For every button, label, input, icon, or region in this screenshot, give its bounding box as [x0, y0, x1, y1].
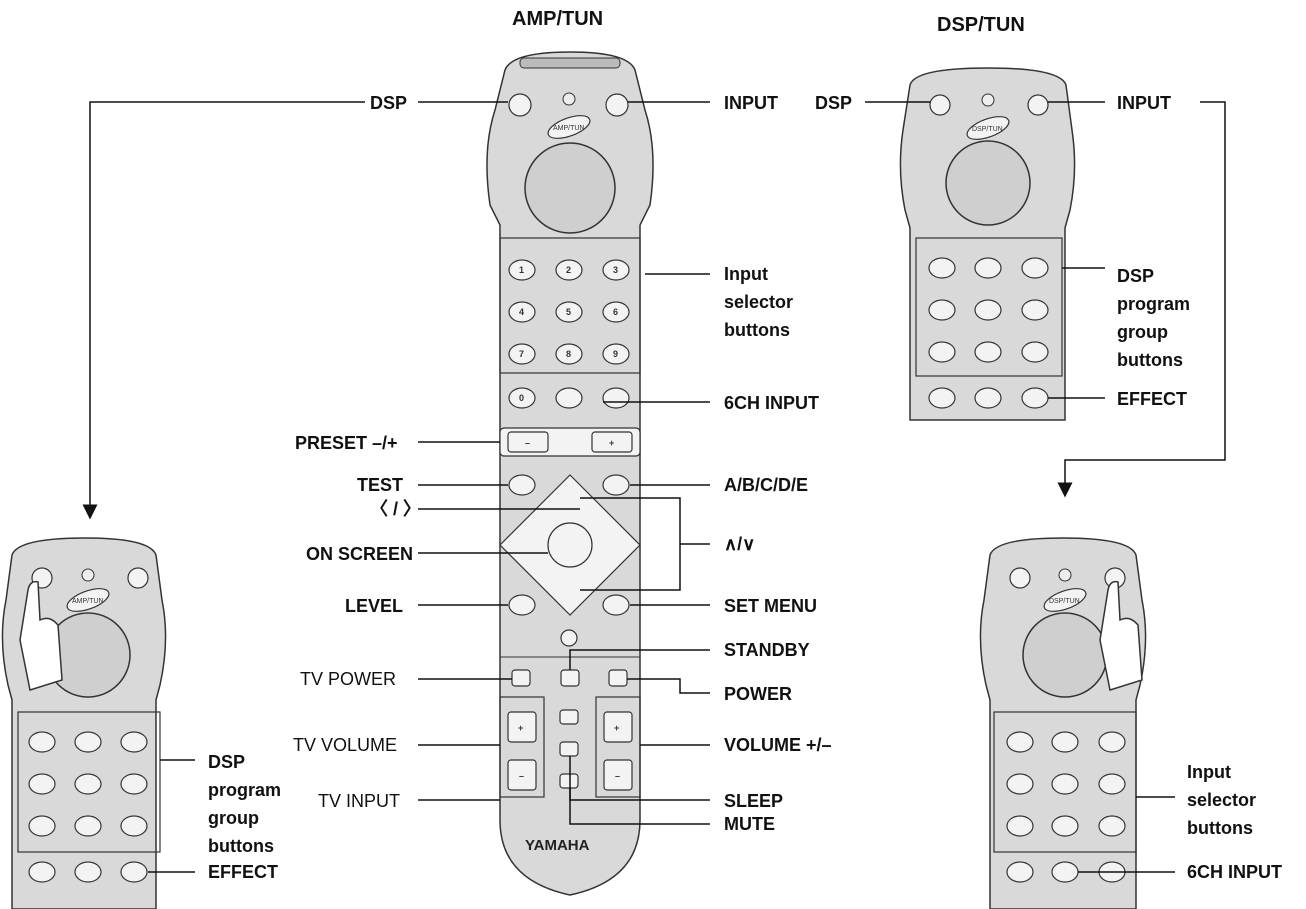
callout-tv-volume: TV VOLUME: [293, 735, 398, 755]
bottom-right-remote: DSP/TUN: [979, 537, 1147, 909]
svg-text:6: 6: [613, 307, 618, 317]
svg-text:4: 4: [519, 307, 524, 317]
svg-text:–: –: [525, 438, 530, 448]
svg-text:+: +: [609, 438, 614, 448]
callout-input-selector: Input selector buttons: [724, 264, 794, 340]
callout-test: TEST: [357, 475, 404, 495]
jog-dial[interactable]: [524, 142, 616, 234]
svg-text:2: 2: [566, 265, 571, 275]
svg-text:–: –: [615, 771, 620, 781]
callout-tr-dsp: DSP: [815, 93, 853, 113]
amp-tun-button-label-bl: AMP/TUN: [72, 598, 104, 605]
callout-mute: MUTE: [724, 814, 775, 834]
callout-tr-dsp-program: DSP program group buttons: [1117, 266, 1191, 370]
dsp-tun-button-label-br: DSP/TUN: [1049, 598, 1080, 605]
callout-br-6ch-input: 6CH INPUT: [1187, 862, 1283, 882]
top-right-remote: DSP/TUN: [899, 67, 1076, 421]
center-leader-lines: [418, 101, 710, 825]
center-remote: AMP/TUN 1 2 3 4 5 6 7 8 9 0 – +: [486, 51, 654, 896]
callout-abcde: A/B/C/D/E: [724, 475, 809, 495]
callout-standby: STANDBY: [724, 640, 810, 660]
bottom-left-leader-lines: [82, 101, 365, 873]
callout-on-screen: ON SCREEN: [306, 544, 414, 564]
callout-bl-effect: EFFECT: [208, 862, 278, 882]
bottom-left-remote: AMP/TUN: [1, 537, 167, 909]
callout-set-menu: SET MENU: [724, 596, 818, 616]
callout-dsp: DSP: [370, 93, 408, 113]
callout-volume: VOLUME +/–: [724, 735, 832, 755]
callout-tv-input: TV INPUT: [318, 791, 401, 811]
callout-preset: PRESET –/+: [295, 433, 398, 453]
callout-6ch-input: 6CH INPUT: [724, 393, 820, 413]
yamaha-logo: YAMAHA: [525, 837, 590, 854]
input-button[interactable]: [605, 93, 629, 117]
callout-tv-power: TV POWER: [300, 669, 397, 689]
callout-left-right: 〈 / 〉: [370, 499, 422, 519]
svg-text:0: 0: [519, 393, 524, 403]
amp-tun-button[interactable]: [545, 111, 593, 143]
svg-text:5: 5: [566, 307, 571, 317]
dsp-tun-button-label-top: DSP/TUN: [972, 126, 1003, 133]
bottom-right-leader-lines: [1078, 796, 1175, 873]
callout-sleep: SLEEP: [724, 791, 784, 811]
svg-text:8: 8: [566, 349, 571, 359]
svg-text:7: 7: [519, 349, 524, 359]
callout-level: LEVEL: [345, 596, 404, 616]
svg-text:+: +: [614, 723, 619, 733]
callout-input: INPUT: [724, 93, 778, 113]
callout-bl-dsp-program: DSP program group buttons: [208, 752, 282, 856]
header-dsp-tun: DSP/TUN: [937, 14, 1025, 36]
svg-text:3: 3: [613, 265, 618, 275]
callout-tr-input: INPUT: [1117, 93, 1171, 113]
header-amp-tun: AMP/TUN: [512, 8, 604, 30]
top-right-leader-lines: [865, 101, 1226, 498]
center-keypad: 1 2 3 4 5 6 7 8 9 0: [508, 259, 630, 409]
callout-power: POWER: [724, 684, 793, 704]
svg-text:–: –: [519, 771, 524, 781]
callout-up-down: ∧/∨: [724, 534, 756, 554]
svg-text:9: 9: [613, 349, 618, 359]
amp-tun-button-label: AMP/TUN: [553, 125, 585, 132]
dsp-button[interactable]: [508, 93, 532, 117]
callout-br-input-selector: Input selector buttons: [1187, 762, 1257, 838]
svg-text:+: +: [518, 723, 523, 733]
svg-text:1: 1: [519, 265, 524, 275]
callout-tr-effect: EFFECT: [1117, 389, 1187, 409]
